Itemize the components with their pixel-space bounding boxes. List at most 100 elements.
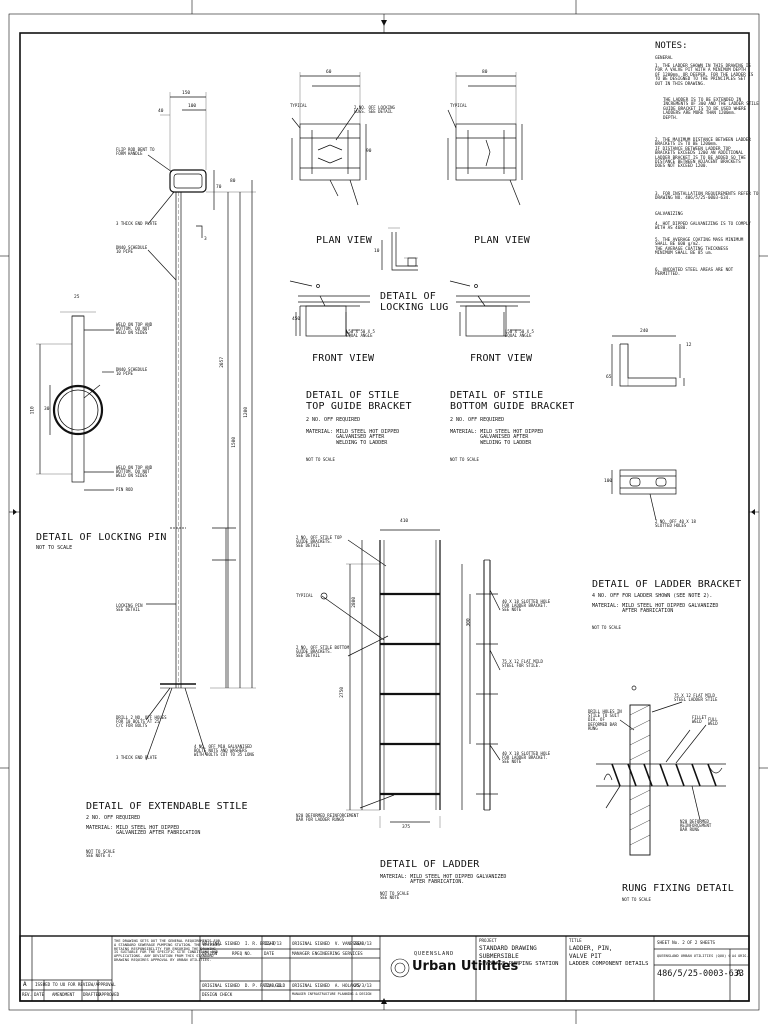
dim-410: 410 <box>400 519 409 524</box>
dim-80b: 80 <box>482 70 488 75</box>
dim-375: 375 <box>402 825 411 830</box>
ladder-drawing <box>320 529 501 828</box>
label-drill-hole: DRILL HOLES IN STILE TO SUIT DIA. OF DEF… <box>588 709 622 731</box>
ladder-bracket-title: DETAIL OF LADDER BRACKET <box>592 579 742 590</box>
tb-original-signed-3: ORIGINAL SIGNED A. HOLAKAS <box>292 983 361 988</box>
label-dn-pipe-2: DN40 SCHEDULE 10 PIPE <box>116 367 148 377</box>
tb-copyright: QUEENSLAND URBAN UTILITIES (QUU) © <box>657 954 731 958</box>
locking-lug-title: DETAIL OF LOCKING LUG <box>380 291 449 313</box>
dim-2800: 2800 <box>352 596 358 608</box>
tb-date4: 25/3/13 <box>354 983 372 988</box>
label-top-guide: 2 NO. OFF STILE TOP GUIDE BRACKETS. SEE … <box>296 535 342 549</box>
dim-450: 450 <box>292 317 301 322</box>
label-bottom-guide: 2 NO. OFF STILE BOTTOM GUIDE BRACKETS. S… <box>296 645 349 659</box>
dim-90: 90 <box>366 149 372 154</box>
dim-1500: 1500 <box>232 436 238 448</box>
note-5: 5. THE AVERAGE COATING MASS MINIMUM SHAL… <box>655 237 744 256</box>
rev-hdr-date: DATE <box>34 992 45 997</box>
tb-date-hdr: DATE <box>264 951 275 956</box>
logo-main-text: Urban Utilities <box>412 959 519 974</box>
locking-pin-scale: NOT TO SCALE <box>36 545 73 551</box>
title-block-lines <box>19 935 750 1002</box>
label-dn-pipe: DN40 SCHEDULE 10 PIPE <box>116 245 148 255</box>
dim-12: 12 <box>686 343 692 348</box>
dim-150: 150 <box>182 91 191 96</box>
front-view-2-title: FRONT VIEW <box>470 353 533 364</box>
top-bracket-req: 2 NO. OFF REQUIRED <box>306 417 361 423</box>
note-2: 2. THE MAXIMUM DISTANCE BETWEEN LADDER B… <box>655 137 751 169</box>
rung-fixing-drawing <box>596 685 726 856</box>
dim-240: 240 <box>640 329 649 334</box>
rung-fixing-title: RUNG FIXING DETAIL <box>622 883 734 894</box>
bottom-bracket-material: MATERIAL: MILD STEEL HOT DIPPED GALVANIS… <box>450 429 544 446</box>
tb-revision: A <box>736 969 742 979</box>
label-slotted-2: 40 X 18 SLOTTED HOLE FOR LADDER BRACKET.… <box>502 751 551 765</box>
top-bracket-scale: NOT TO SCALE <box>306 457 335 462</box>
bottom-bracket-req: 2 NO. OFF REQUIRED <box>450 417 505 423</box>
label-end-plate-2: 3 THICK END PLATE <box>116 755 157 760</box>
front-view-1-title: FRONT VIEW <box>312 353 375 364</box>
tb-project-label: PROJECT <box>479 938 497 943</box>
tb-checked: ORIGINAL SIGNED D. P. PATON GOLD <box>202 983 286 988</box>
tb-design-check: DESIGN CHECK <box>202 992 233 997</box>
rev-hdr-approved: APPROVED <box>99 992 120 997</box>
note-6: 6. UNCOATED STEEL AREAS ARE NOT PERMITTE… <box>655 267 734 277</box>
ladder-bracket-req: 4 NO. OFF FOR LADDER SHOWN (SEE NOTE 2). <box>592 593 713 599</box>
dim-1200: 1200 <box>244 406 250 418</box>
label-flip-rod: FLIP ROD BENT TO FORM HANDLE <box>116 147 155 157</box>
dim-2750: 2750 <box>340 686 346 698</box>
note-1b: THE LADDER IS TO BE EXTENDED IN INCREMEN… <box>663 97 759 120</box>
tb-date2: 26/3/13 <box>354 941 372 946</box>
ladder-bracket-scale: NOT TO SCALE <box>592 625 621 630</box>
rev-letter: A <box>23 981 27 988</box>
inner-border <box>19 32 750 1002</box>
ladder-bracket-drawing <box>611 335 685 521</box>
label-typical-1: TYPICAL <box>290 103 307 108</box>
dim-40: 40 <box>158 109 164 114</box>
dim-300: 300 <box>466 618 472 627</box>
dim-70: 70 <box>216 185 222 190</box>
tb-date1: 12/3/13 <box>264 941 282 946</box>
tb-title-2: VALVE PIT <box>569 953 602 960</box>
locking-pin-drawing <box>36 311 114 491</box>
label-angle-2: L50 X 50 X 5 EQUAL ANGLE <box>505 329 534 339</box>
dim-100: 100 <box>188 104 197 109</box>
disclaimer-text: THE DRAWING SETS OUT THE GENERAL REQUIRE… <box>114 939 221 962</box>
bottom-bracket-plan-view <box>447 72 523 206</box>
tb-a4: A4 ORIG. <box>732 954 749 958</box>
tb-rpeq: RPEQ NO. <box>232 951 253 956</box>
top-bracket-title: DETAIL OF STILE TOP GUIDE BRACKET <box>306 390 412 412</box>
extendable-stile-title: DETAIL OF EXTENDABLE STILE <box>86 801 248 812</box>
label-angle-1: L50 X 50 X 5 EQUAL ANGLE <box>346 329 375 339</box>
label-n20-rung: N20 DEFORMED REINFORCEMENT BAR RUNG <box>680 819 712 833</box>
locking-lug-drawing <box>381 227 418 271</box>
label-rung-flat: 75 X 12 FLAT MILD STEEL LADDER STILE <box>674 693 718 703</box>
dim-110: 110 <box>30 406 36 415</box>
ladder-title: DETAIL OF LADDER <box>380 859 480 870</box>
tb-drawing-number: 486/5/25-0003-633 <box>657 969 744 979</box>
dim-25: 25 <box>74 295 80 300</box>
label-weld-bottom: WELD ON TOP AND BOTTOM. DO NOT WELD ON S… <box>116 465 153 479</box>
label-pin-rod: PIN ROD <box>116 487 133 492</box>
tb-title-3: LADDER COMPONENT DETAILS <box>569 961 649 967</box>
label-slotted-3: 2 NO. OFF 40 X 18 SLOTTED HOLES <box>655 519 696 529</box>
label-flat-bar: 75 X 12 FLAT MILD STEEL FOR STILE. <box>502 659 543 669</box>
extendable-stile-scale: NOT TO SCALE SEE NOTE 4. <box>86 849 115 859</box>
label-slotted-1: 40 X 18 SLOTTED HOLE FOR LADDER BRACKET.… <box>502 599 551 613</box>
logo-mark <box>390 958 410 978</box>
label-fillet-weld: FILLET WELD <box>692 715 707 725</box>
note-1: 1. THE LADDER SHOWN IN THIS DRAWING IS F… <box>655 63 754 86</box>
extendable-stile-drawing <box>145 92 256 761</box>
notes-heading: NOTES: <box>655 41 688 51</box>
tb-sheet: SHEET No. 2 OF 2 SHEETS <box>657 940 715 945</box>
rung-fixing-scale: NOT TO SCALE <box>622 897 651 902</box>
dim-60: 60 <box>326 70 332 75</box>
top-bracket-plan-view <box>291 72 367 206</box>
top-bracket-material: MATERIAL: MILD STEEL HOT DIPPED GALVANIS… <box>306 429 400 446</box>
label-rung-bar: N20 DEFORMED REINFORCEMENT BAR FOR LADDE… <box>296 813 359 823</box>
rev-hdr-rev: REV. <box>22 992 33 997</box>
rev-hdr-drafted: DRAFTED <box>83 992 101 997</box>
label-end-plate: 3 THICK END PLATE <box>116 221 157 226</box>
label-drill: DRILL 2 NO. OFF HOLES FOR 10 BOLTS AT 25… <box>116 715 167 729</box>
